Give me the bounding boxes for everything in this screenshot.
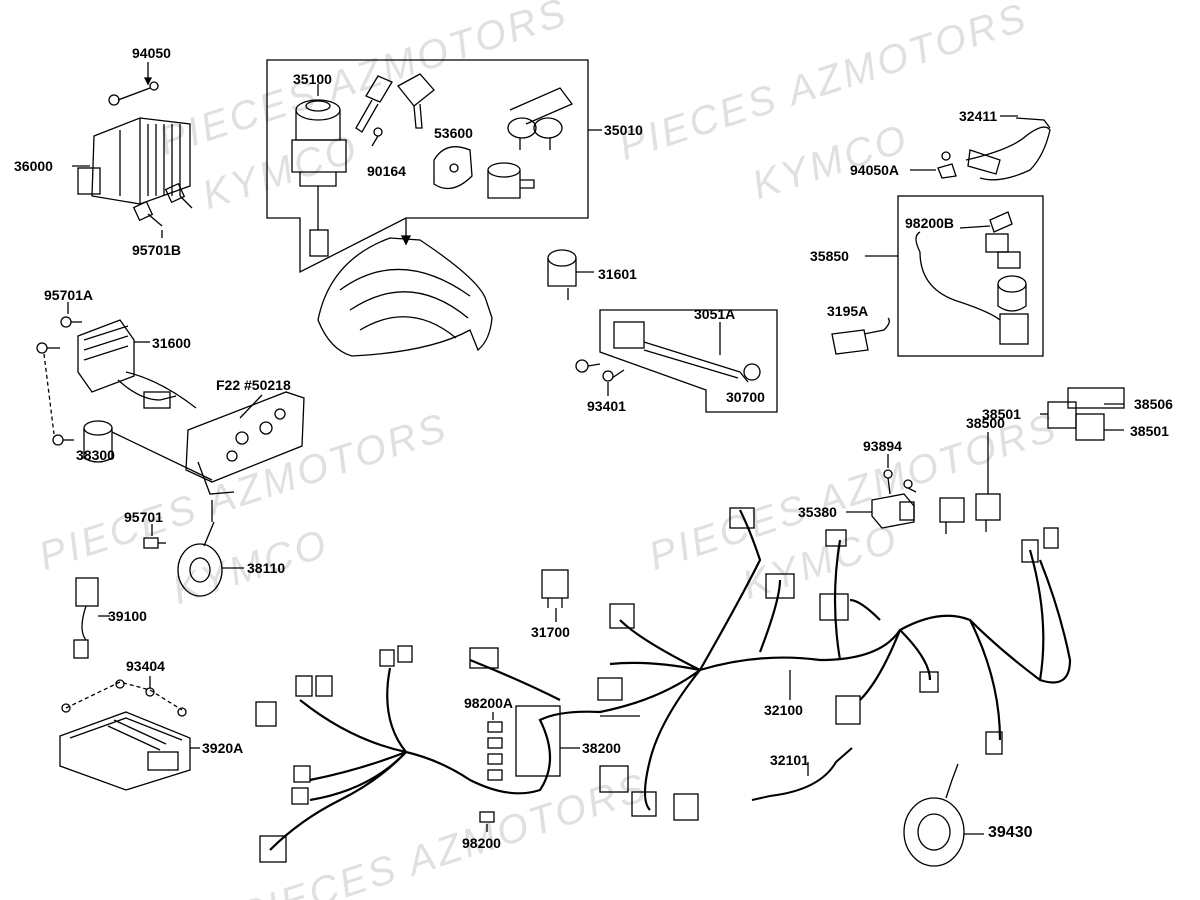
bolts-95701B-part	[132, 182, 193, 227]
sensor-cable-part	[613, 321, 761, 383]
cable-32101-part	[751, 747, 853, 801]
lock-cylinder-part	[487, 162, 535, 199]
bracket-F22-part	[185, 391, 305, 495]
part-label-95701: 95701	[124, 509, 163, 525]
main-harness-32100-part	[269, 509, 1072, 851]
part-label-38506: 38506	[1134, 396, 1173, 412]
part-label-39100: 39100	[108, 608, 147, 624]
bolt-94050-part	[108, 81, 159, 106]
key-set-frame	[266, 59, 589, 274]
part-label-94050: 94050	[132, 45, 171, 61]
small-rivet-part	[371, 127, 383, 147]
part-label-38300: 38300	[76, 447, 115, 463]
part-label-98200B: 98200B	[905, 215, 955, 231]
bolt-95701-part	[143, 537, 166, 549]
part-label-95701B: 95701B	[132, 242, 182, 258]
part-label-32411: 32411	[959, 108, 998, 124]
starter-relay-frame	[897, 195, 1044, 357]
part-label-31600: 31600	[152, 335, 191, 351]
part-label-35100: 35100	[293, 71, 332, 87]
screws-93401-part	[575, 359, 625, 382]
relay-38500-part	[939, 493, 1001, 534]
part-label-F22: F22 #50218	[216, 377, 291, 393]
part-label-3195A: 3195A	[827, 303, 869, 319]
regulator-31600-part	[77, 319, 197, 409]
part-label-90164: 90164	[367, 163, 406, 179]
part-label-36000: 36000	[14, 158, 53, 174]
connector-3195A-part	[831, 317, 890, 355]
part-label-38200: 38200	[582, 740, 621, 756]
part-label-94050A: 94050A	[850, 162, 900, 178]
front-cover-part	[317, 237, 493, 357]
screws-93894-part	[883, 469, 917, 495]
part-label-38500: 38500	[966, 415, 1005, 431]
lock-cap-part	[433, 146, 473, 190]
ecu-3920A-part	[59, 711, 191, 791]
part-label-32101: 32101	[770, 752, 809, 768]
part-label-93401: 93401	[587, 398, 626, 414]
part-label-3051A: 3051A	[694, 306, 736, 322]
fuse-box-38200	[515, 705, 561, 777]
fuses-98200A-part	[479, 721, 503, 823]
ignition-switch-part	[291, 84, 347, 257]
sensor-cable-frame	[599, 309, 778, 413]
harness-connectors	[255, 507, 1059, 863]
part-label-95701A: 95701A	[44, 287, 94, 303]
sensor-39100-part	[73, 577, 99, 659]
horn-38110-part	[177, 521, 223, 597]
part-label-93404: 93404	[126, 658, 165, 674]
key-pair-part	[355, 73, 435, 133]
sensor-35380-part	[871, 493, 915, 529]
part-label-98200: 98200	[462, 835, 501, 851]
relay-38300-part	[83, 420, 113, 463]
part-label-32100: 32100	[764, 702, 803, 718]
part-label-35850: 35850	[810, 248, 849, 264]
part-label-38501: 38501	[982, 406, 1021, 422]
regulator-36000-part	[77, 117, 191, 205]
sensor-39430-part	[903, 763, 965, 867]
part-label-39430: 39430	[988, 824, 1033, 841]
part-label-53600: 53600	[434, 125, 473, 141]
part-label-31601: 31601	[598, 266, 637, 282]
part-label-35380: 35380	[798, 504, 837, 520]
part-label-38110: 38110	[247, 560, 286, 576]
seat-lock-part	[507, 87, 574, 150]
starter-relay-part	[915, 211, 1029, 345]
screws-93404-part	[61, 676, 187, 717]
part-label-30700: 30700	[726, 389, 765, 405]
relays-38501-part	[1047, 387, 1125, 441]
relay-31700-part	[541, 569, 569, 608]
part-label-98200A: 98200A	[464, 695, 514, 711]
part-label-93894: 93894	[863, 438, 902, 454]
part-label-38501: 38501	[1130, 423, 1169, 439]
part-label-35010: 35010	[604, 122, 643, 138]
ground-cable-part	[937, 117, 1051, 181]
part-label-3920A: 3920A	[202, 740, 244, 756]
part-label-31700: 31700	[531, 624, 570, 640]
switch-31601-part	[547, 249, 577, 300]
bolts-95701A-part	[36, 316, 82, 446]
